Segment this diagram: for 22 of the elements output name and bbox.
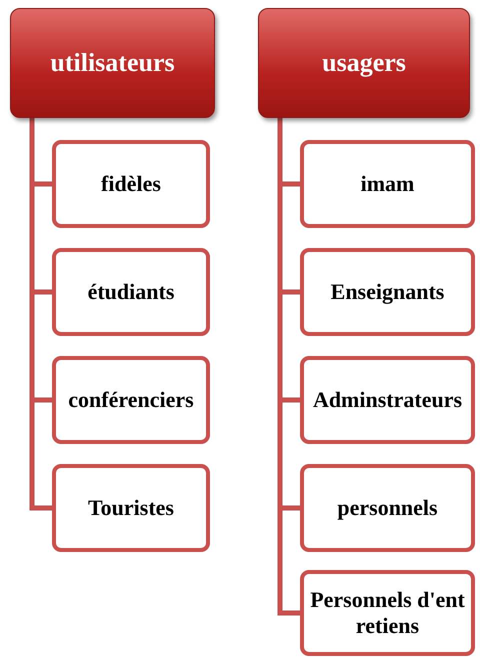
item-box xyxy=(300,464,475,552)
node-label: Adminstrateurs xyxy=(312,386,462,414)
item-box xyxy=(300,570,475,656)
node-label: étudiants xyxy=(88,278,174,306)
header-box xyxy=(10,8,215,118)
item-box xyxy=(300,356,475,444)
item-box xyxy=(300,140,475,228)
node-label: fidèles xyxy=(101,170,161,198)
node-label: imam xyxy=(360,170,414,198)
item-box xyxy=(52,248,210,336)
node-label: usagers xyxy=(322,48,406,78)
item-box xyxy=(52,140,210,228)
node-label: personnels xyxy=(337,494,438,522)
node-label: utilisateurs xyxy=(50,48,175,78)
node-label: Personnels d'entretiens xyxy=(310,586,465,640)
item-box xyxy=(300,248,475,336)
node-label: Enseignants xyxy=(330,278,444,306)
item-box xyxy=(52,356,210,444)
node-label: conférenciers xyxy=(68,386,194,414)
header-box xyxy=(258,8,470,118)
item-box xyxy=(52,464,210,552)
node-label: Touristes xyxy=(88,494,174,522)
